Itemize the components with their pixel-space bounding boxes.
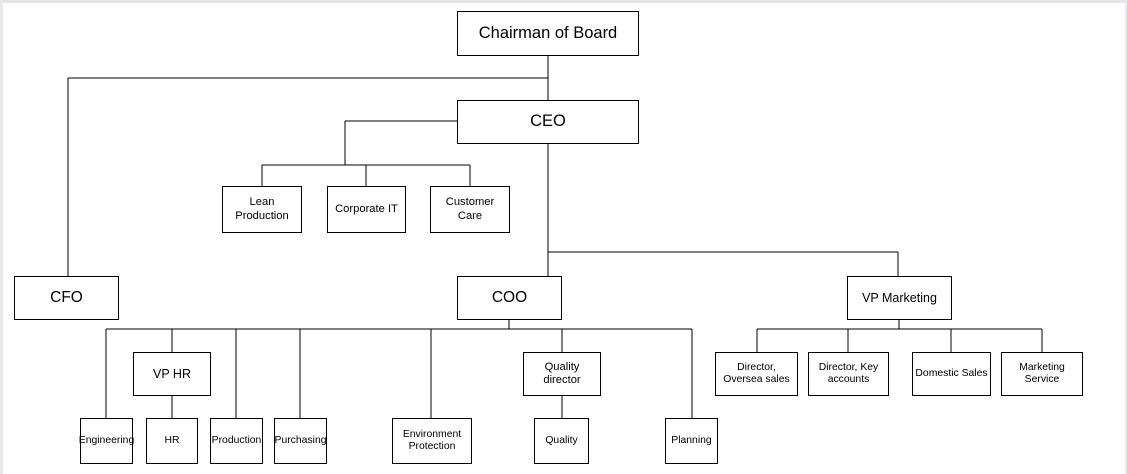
org-node-label: Director, Oversea sales (723, 361, 790, 385)
org-node-coo[interactable]: COO (457, 276, 562, 320)
org-node-engineering[interactable]: Engineering (78, 418, 135, 464)
org-node-label: CEO (530, 112, 566, 131)
org-node-chairman[interactable]: Chairman of Board (457, 11, 639, 56)
org-node-custcare[interactable]: Customer Care (430, 186, 510, 233)
org-node-label: Environment Protection (402, 428, 462, 452)
org-node-label: Domestic Sales (915, 367, 988, 379)
org-node-production[interactable]: Production (210, 418, 263, 464)
org-node-quality[interactable]: Quality (534, 418, 589, 464)
org-node-label: Marketing Service (1019, 361, 1065, 385)
page-edge-left (0, 0, 3, 474)
org-node-ceo[interactable]: CEO (457, 100, 639, 144)
org-node-planning[interactable]: Planning (665, 418, 718, 464)
page-edge-top (0, 0, 1127, 3)
org-node-label: HR (164, 434, 180, 446)
org-node-corpit[interactable]: Corporate IT (327, 186, 406, 233)
org-node-label: CFO (50, 288, 83, 306)
org-node-label: Lean Production (235, 196, 289, 222)
org-node-label: Chairman of Board (478, 23, 618, 42)
org-node-label: Quality director (543, 360, 581, 386)
org-node-hr[interactable]: HR (146, 418, 198, 464)
org-node-lean[interactable]: Lean Production (222, 186, 302, 233)
org-node-label: Purchasing (274, 434, 327, 446)
org-node-label: Director, Key accounts (818, 361, 879, 385)
org-node-label: Production (211, 434, 262, 446)
org-node-label: Customer Care (445, 196, 495, 222)
org-node-purchasing[interactable]: Purchasing (274, 418, 327, 464)
org-node-vphr[interactable]: VP HR (133, 352, 211, 396)
org-node-dirkey[interactable]: Director, Key accounts (808, 352, 889, 396)
org-node-vpmarketing[interactable]: VP Marketing (847, 276, 952, 320)
org-node-label: VP HR (153, 366, 191, 381)
org-node-mktservice[interactable]: Marketing Service (1001, 352, 1083, 396)
org-node-cfo[interactable]: CFO (14, 276, 119, 320)
org-node-diroversea[interactable]: Director, Oversea sales (715, 352, 798, 396)
org-node-label: Planning (671, 434, 712, 446)
org-node-qualitydir[interactable]: Quality director (523, 352, 601, 396)
org-node-domesticsales[interactable]: Domestic Sales (912, 352, 991, 396)
org-node-label: Quality (545, 434, 578, 446)
org-node-label: VP Marketing (862, 290, 937, 305)
org-node-label: Corporate IT (335, 202, 398, 215)
org-node-label: COO (491, 288, 528, 306)
org-node-label: Engineering (78, 434, 135, 446)
page-edge-right (1125, 0, 1127, 474)
org-node-envprotection[interactable]: Environment Protection (392, 418, 472, 464)
